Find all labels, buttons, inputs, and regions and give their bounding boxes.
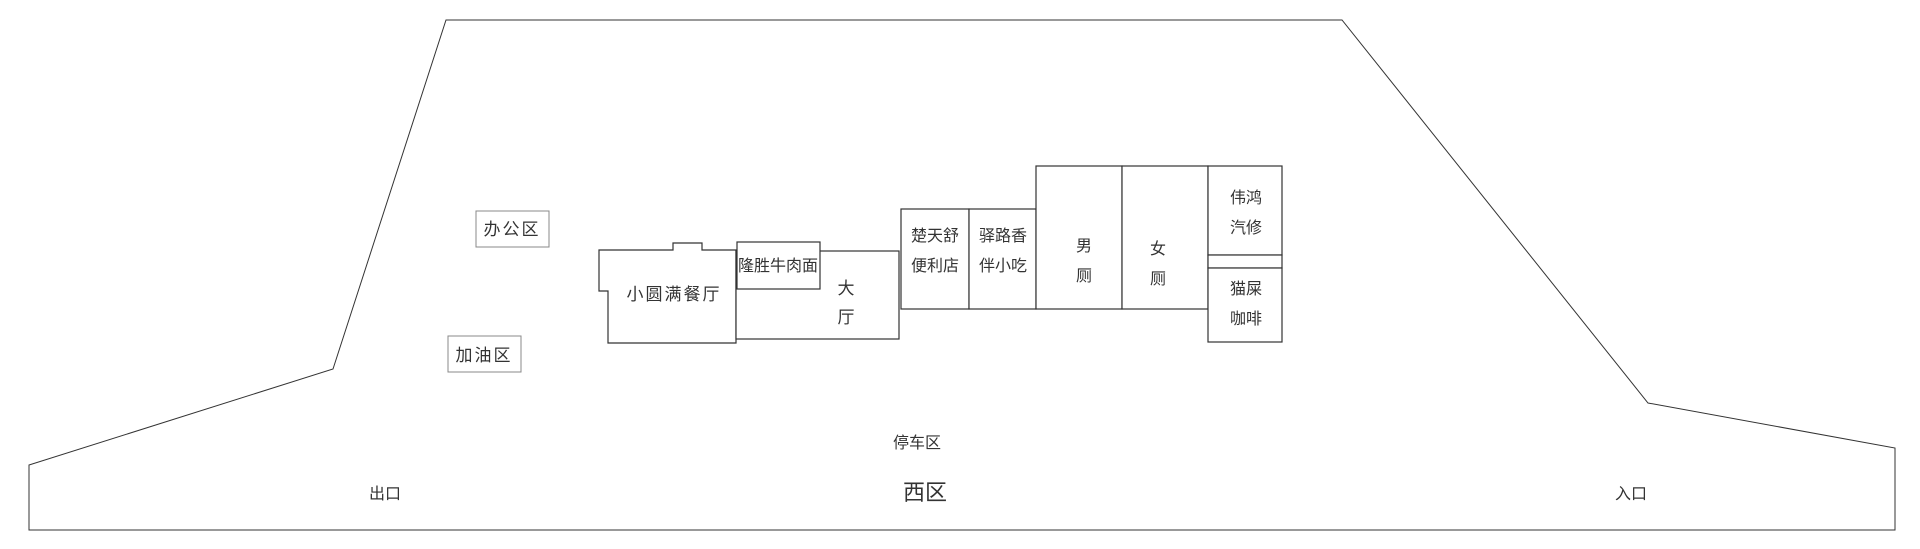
mens-restroom-label-2: 厕 <box>1076 266 1092 285</box>
auto-repair-label-1: 伟鸿 <box>1230 188 1262 207</box>
womens-restroom-room <box>1121 165 1209 310</box>
office-area-label: 办公区 <box>484 220 541 240</box>
gas-station-label: 加油区 <box>456 346 513 366</box>
gas-station-box <box>447 335 522 373</box>
auto-repair-label-2: 汽修 <box>1230 218 1262 237</box>
restaurant-room <box>598 242 737 344</box>
entrance-label: 入口 <box>1615 484 1647 503</box>
convenience-store-label-1: 楚天舒 <box>911 226 959 245</box>
restaurant-label: 小圆满餐厅 <box>627 285 722 305</box>
mens-restroom-room <box>1035 165 1123 310</box>
parking-area-label: 停车区 <box>893 433 941 452</box>
service-area-boundary <box>28 19 1896 531</box>
womens-restroom-label-2: 厕 <box>1150 269 1166 288</box>
exit-label: 出口 <box>369 484 401 503</box>
hall-label-1: 大 <box>838 279 855 299</box>
beef-noodle-label: 隆胜牛肉面 <box>738 256 818 275</box>
auto-repair-divider <box>1207 254 1283 269</box>
convenience-store-label-2: 便利店 <box>911 256 959 275</box>
auto-repair-room <box>1207 165 1283 256</box>
coffee-shop-label-2: 咖啡 <box>1230 309 1262 328</box>
area-name-label: 西区 <box>903 481 947 506</box>
snack-shop-label-1: 驿路香 <box>979 226 1027 245</box>
office-area-box <box>475 210 550 248</box>
mens-restroom-label-1: 男 <box>1076 236 1092 255</box>
coffee-shop-label-1: 猫屎 <box>1230 279 1262 298</box>
womens-restroom-label-1: 女 <box>1150 239 1166 258</box>
beef-noodle-room <box>736 241 821 290</box>
coffee-shop-room <box>1207 267 1283 343</box>
hall-label-2: 厅 <box>838 308 855 328</box>
snack-shop-label-2: 伴小吃 <box>979 256 1027 275</box>
